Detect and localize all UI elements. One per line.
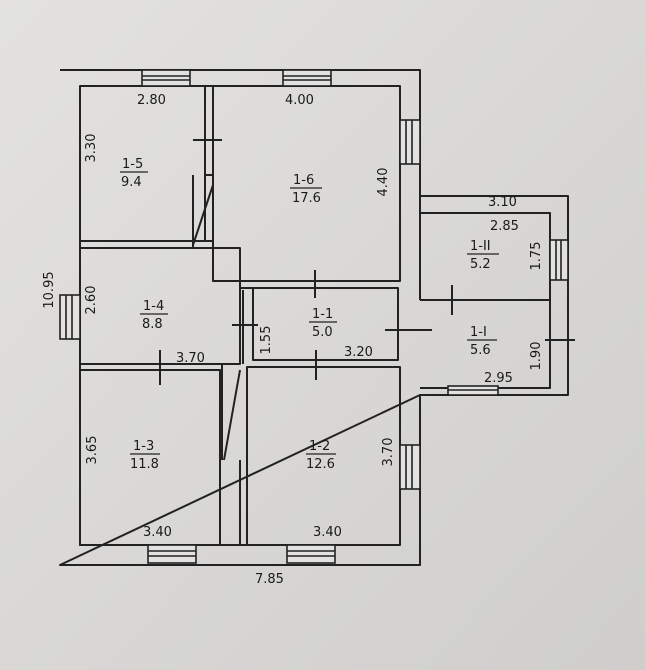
window-right-lower: [399, 444, 421, 490]
room-1-1-area: 5.0: [312, 325, 333, 340]
room-1-2-height: 3.70: [381, 438, 396, 467]
window-top-left: [141, 69, 191, 87]
room-1-6-id: 1-6: [293, 173, 314, 188]
window-annex-bottom: [447, 385, 499, 396]
room-1-6-area: 17.6: [292, 191, 321, 206]
overall-width-label: 7.85: [255, 572, 284, 587]
annex-width-label: 3.10: [488, 195, 517, 210]
room-1-3-id: 1-3: [133, 439, 154, 454]
room-1-II-area: 5.2: [470, 257, 491, 272]
room-1-1-id: 1-1: [312, 307, 333, 322]
room-1-1-width: 3.20: [344, 345, 373, 360]
room-1-II-height: 1.75: [529, 242, 544, 271]
room-1-6-width: 4.00: [285, 93, 314, 108]
room-1-2-id: 1-2: [309, 439, 330, 454]
room-1-2-area: 12.6: [306, 457, 335, 472]
window-left: [59, 294, 81, 340]
room-1-I-height: 1.90: [529, 342, 544, 371]
window-bottom-center: [286, 544, 336, 564]
window-bottom-left: [147, 544, 197, 564]
room-1-5-area: 9.4: [121, 175, 142, 190]
room-1-4-area: 8.8: [142, 317, 163, 332]
room-1-3-width: 3.40: [143, 525, 172, 540]
room-1-6-height: 4.40: [376, 168, 391, 197]
room-1-3-height: 3.65: [85, 436, 100, 465]
room-1-5-width: 2.80: [137, 93, 166, 108]
room-1-5-height: 3.30: [84, 134, 99, 163]
door-leaf-1: [192, 184, 214, 246]
corridor-walls: [192, 174, 253, 545]
room-1-I-id: 1-I: [470, 325, 487, 340]
room-1-I-area: 5.6: [470, 343, 491, 358]
door-leaf-2: [223, 369, 241, 461]
room-1-1-height: 1.55: [259, 326, 274, 355]
room-1-II-width: 2.85: [490, 219, 519, 234]
window-top-center: [282, 69, 332, 87]
room-1-I-width: 2.95: [484, 371, 513, 386]
window-right-upper: [399, 119, 421, 165]
room-1-4-height: 2.60: [84, 286, 99, 315]
overall-length-label: 10.95: [42, 271, 57, 308]
room-1-4-id: 1-4: [143, 299, 164, 314]
room-1-3-area: 11.8: [130, 457, 159, 472]
window-annex-right: [549, 239, 569, 281]
room-1-II-id: 1-II: [470, 239, 491, 254]
room-1-2-width: 3.40: [313, 525, 342, 540]
room-1-5-id: 1-5: [122, 157, 143, 172]
room-1-4-width: 3.70: [176, 351, 205, 366]
